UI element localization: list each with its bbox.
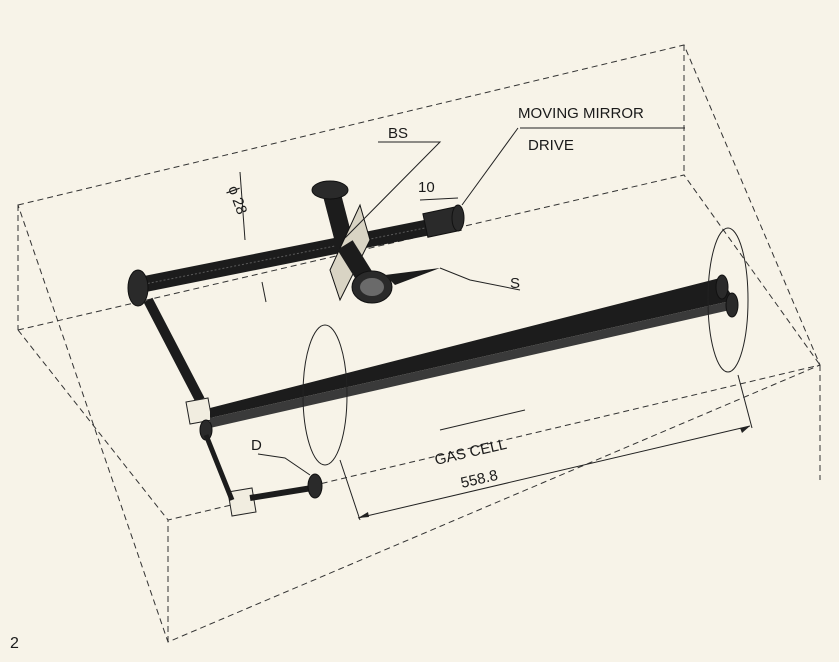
label-length: 558.8 bbox=[459, 467, 499, 492]
label-drive: DRIVE bbox=[528, 137, 574, 154]
label-gas-cell: GAS CELL bbox=[433, 436, 508, 469]
drive-cylinder bbox=[422, 204, 465, 238]
label-moving-mirror: MOVING MIRROR bbox=[518, 105, 644, 122]
label-phi28: ϕ 28 bbox=[224, 184, 250, 217]
enclosure-box bbox=[17, 44, 821, 643]
figure-number: 2 bbox=[10, 635, 19, 652]
gas-cell-dimension bbox=[339, 374, 753, 521]
label-s: S bbox=[510, 275, 520, 292]
gas-cell-beam bbox=[210, 274, 739, 428]
label-ten: 10 bbox=[418, 179, 435, 196]
flat-mirror-lower bbox=[227, 487, 257, 517]
main-beam bbox=[138, 217, 442, 293]
label-d: D bbox=[251, 437, 262, 454]
gas-cell-window-left bbox=[302, 324, 348, 466]
gas-cell-window-right bbox=[707, 227, 749, 373]
lower-mirror bbox=[337, 240, 393, 304]
downward-beam bbox=[143, 297, 205, 403]
upper-mirror bbox=[311, 180, 354, 248]
detector-path bbox=[199, 419, 323, 501]
label-bs: BS bbox=[388, 125, 408, 142]
left-fold-mirror bbox=[127, 269, 149, 307]
source-beam bbox=[385, 268, 440, 285]
leader-lines bbox=[239, 127, 685, 476]
